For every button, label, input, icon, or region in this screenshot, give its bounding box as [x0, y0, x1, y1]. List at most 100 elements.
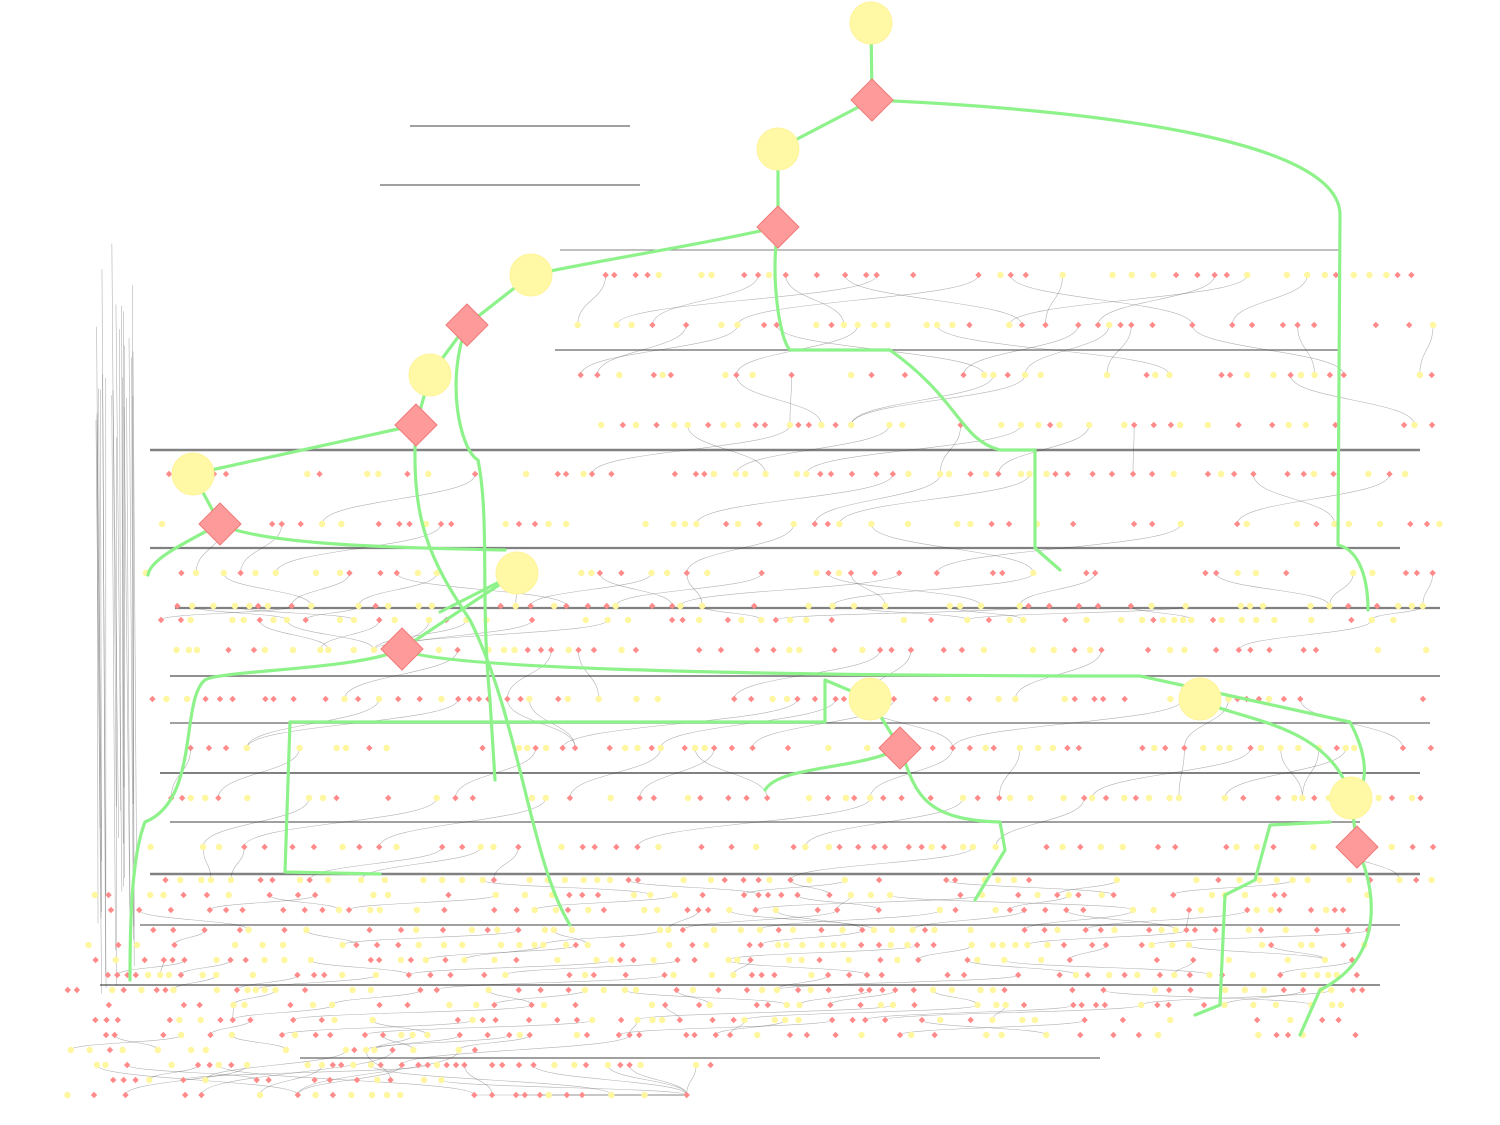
mini-diamond-node	[584, 602, 592, 610]
mini-diamond-node	[579, 843, 586, 851]
mini-diamond-node	[803, 1031, 811, 1039]
path-diamond-node[interactable]	[878, 726, 922, 770]
path-circle-node[interactable]	[848, 677, 892, 721]
mini-diamond-node	[555, 695, 562, 703]
path-diamond-node[interactable]	[850, 78, 894, 122]
path-circle-node[interactable]	[849, 1, 893, 45]
mini-circle-node	[581, 971, 589, 979]
mini-diamond-node	[492, 1016, 499, 1024]
mini-circle-node	[1411, 421, 1418, 429]
mini-circle-node	[188, 602, 196, 610]
path-diamond-node[interactable]	[756, 205, 800, 249]
path-circle-node[interactable]	[509, 253, 553, 297]
path-diamond-node[interactable]	[198, 502, 242, 546]
mini-circle-node	[1208, 891, 1216, 899]
mini-diamond-node	[389, 1046, 396, 1054]
mini-diamond-node	[1247, 744, 1254, 752]
mini-circle-node	[967, 520, 974, 528]
background-edge	[686, 1064, 697, 1096]
mini-circle-node	[415, 941, 422, 949]
mini-circle-node	[1021, 371, 1029, 379]
mini-circle-node	[1020, 616, 1027, 624]
path-diamond-node[interactable]	[1335, 825, 1379, 869]
hub-lines	[100, 125, 1440, 1059]
mini-circle-node	[473, 1001, 480, 1009]
path-diamond-node[interactable]	[380, 627, 424, 671]
mini-circle-node	[1374, 646, 1382, 654]
mini-diamond-node	[741, 271, 748, 279]
mini-circle-node	[1204, 421, 1211, 429]
mini-diamond-node	[310, 971, 318, 979]
highlighted-edge	[400, 571, 519, 651]
mini-diamond-node	[636, 794, 643, 802]
mini-diamond-node	[233, 986, 241, 994]
mini-circle-node	[282, 1046, 290, 1054]
mini-diamond-node	[333, 794, 340, 802]
path-circle-node[interactable]	[408, 353, 452, 397]
path-circle-node[interactable]	[1329, 776, 1373, 820]
mini-circle-node	[840, 321, 848, 329]
mini-circle-node	[325, 646, 332, 654]
mini-circle-node	[357, 876, 365, 884]
mini-diamond-node	[940, 843, 948, 851]
path-circle-node[interactable]	[756, 127, 800, 171]
background-edge	[310, 959, 410, 976]
background-edge	[96, 415, 99, 924]
mini-circle-node	[969, 843, 977, 851]
mini-circle-node	[1200, 744, 1207, 752]
mini-diamond-node	[177, 616, 185, 624]
mini-circle-node	[1329, 1001, 1336, 1009]
mini-diamond-node	[890, 695, 898, 703]
background-edge	[95, 420, 102, 994]
mini-diamond-node	[515, 1061, 523, 1069]
mini-circle-node	[949, 321, 956, 329]
background-edge	[737, 274, 979, 326]
path-circle-node[interactable]	[495, 551, 539, 595]
mini-circle-node	[1408, 794, 1416, 802]
mini-diamond-node	[290, 695, 297, 703]
path-diamond-node[interactable]	[394, 403, 438, 447]
mini-diamond-node	[1400, 421, 1408, 429]
mini-diamond-node	[697, 794, 704, 802]
mini-circle-node	[1061, 695, 1068, 703]
mini-circle-node	[1169, 941, 1176, 949]
path-circle-node[interactable]	[171, 452, 215, 496]
mini-circle-node	[1119, 843, 1126, 851]
background-edge	[348, 894, 497, 911]
mini-circle-node	[720, 421, 727, 429]
path-circle-node[interactable]	[1178, 677, 1222, 721]
mini-circle-node	[953, 520, 961, 528]
mini-circle-node	[998, 421, 1005, 429]
mini-diamond-node	[294, 1091, 302, 1099]
mini-diamond-node	[205, 744, 213, 752]
background-edge	[98, 388, 102, 919]
mini-diamond-node	[995, 470, 1002, 478]
background-edge	[1085, 909, 1248, 931]
background-edge	[119, 329, 122, 811]
mini-diamond-node	[253, 1076, 260, 1084]
mini-diamond-node	[306, 876, 313, 884]
mini-circle-node	[981, 371, 988, 379]
path-diamond-node[interactable]	[445, 303, 489, 347]
mini-circle-node	[305, 794, 313, 802]
mini-diamond-node	[227, 956, 234, 964]
mini-diamond-node	[64, 986, 71, 994]
mini-diamond-node	[1187, 986, 1194, 994]
mini-circle-node	[647, 891, 654, 899]
mini-circle-node	[1245, 926, 1253, 934]
mini-diamond-node	[443, 1061, 450, 1069]
mini-circle-node	[1256, 876, 1263, 884]
mini-diamond-node	[764, 794, 771, 802]
mini-circle-node	[597, 421, 605, 429]
mini-circle-node	[621, 744, 629, 752]
mini-diamond-node	[528, 1001, 535, 1009]
mini-diamond-node	[198, 1091, 205, 1099]
mini-diamond-node	[515, 520, 523, 528]
mini-diamond-node	[1386, 470, 1393, 478]
mini-diamond-node	[222, 744, 230, 752]
mini-circle-node	[734, 321, 741, 329]
mini-diamond-node	[1191, 926, 1199, 934]
mini-diamond-node	[683, 569, 691, 577]
mini-circle-node	[215, 1061, 222, 1069]
mini-circle-node	[198, 876, 205, 884]
